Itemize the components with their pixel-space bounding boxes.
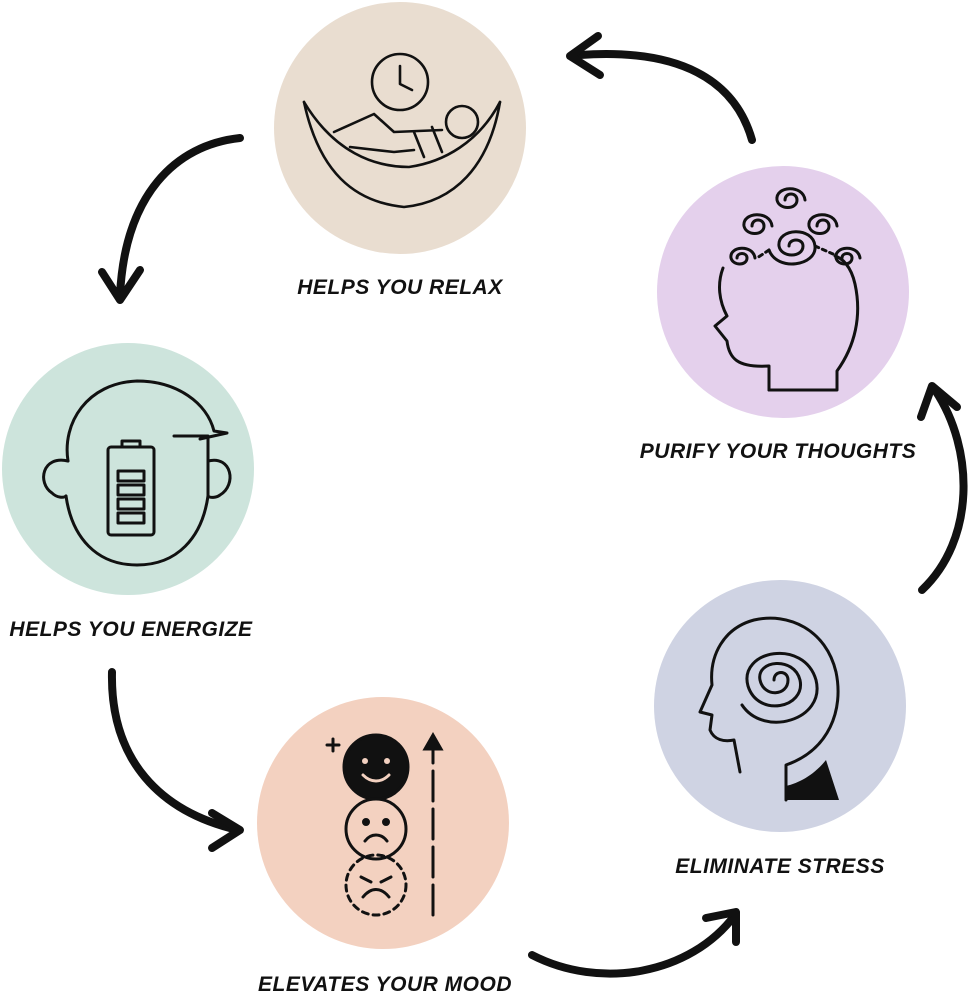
arrow-stress-to-thoughts — [918, 386, 968, 594]
step-label-energize: HELPS YOU ENERGIZE — [9, 618, 253, 641]
arrow-relax-to-energize — [116, 134, 244, 299]
step-label-stress: ELIMINATE STRESS — [675, 855, 885, 878]
step-label-relax: HELPS YOU RELAX — [297, 276, 503, 299]
step-label-thoughts: PURIFY YOUR THOUGHTS — [639, 440, 917, 463]
head-spiral-icon — [698, 616, 840, 802]
relax-circle — [274, 2, 526, 254]
arrow-mood-to-stress — [528, 911, 739, 978]
arrow-thoughts-to-relax — [576, 50, 756, 144]
hammock-clock-icon — [302, 52, 502, 209]
step-label-mood: ELEVATES YOUR MOOD — [257, 973, 513, 996]
mood-faces-icon — [325, 731, 444, 917]
arrow-energize-to-mood — [107, 668, 242, 834]
head-swirls-icon — [713, 187, 862, 392]
head-battery-icon — [42, 379, 232, 567]
